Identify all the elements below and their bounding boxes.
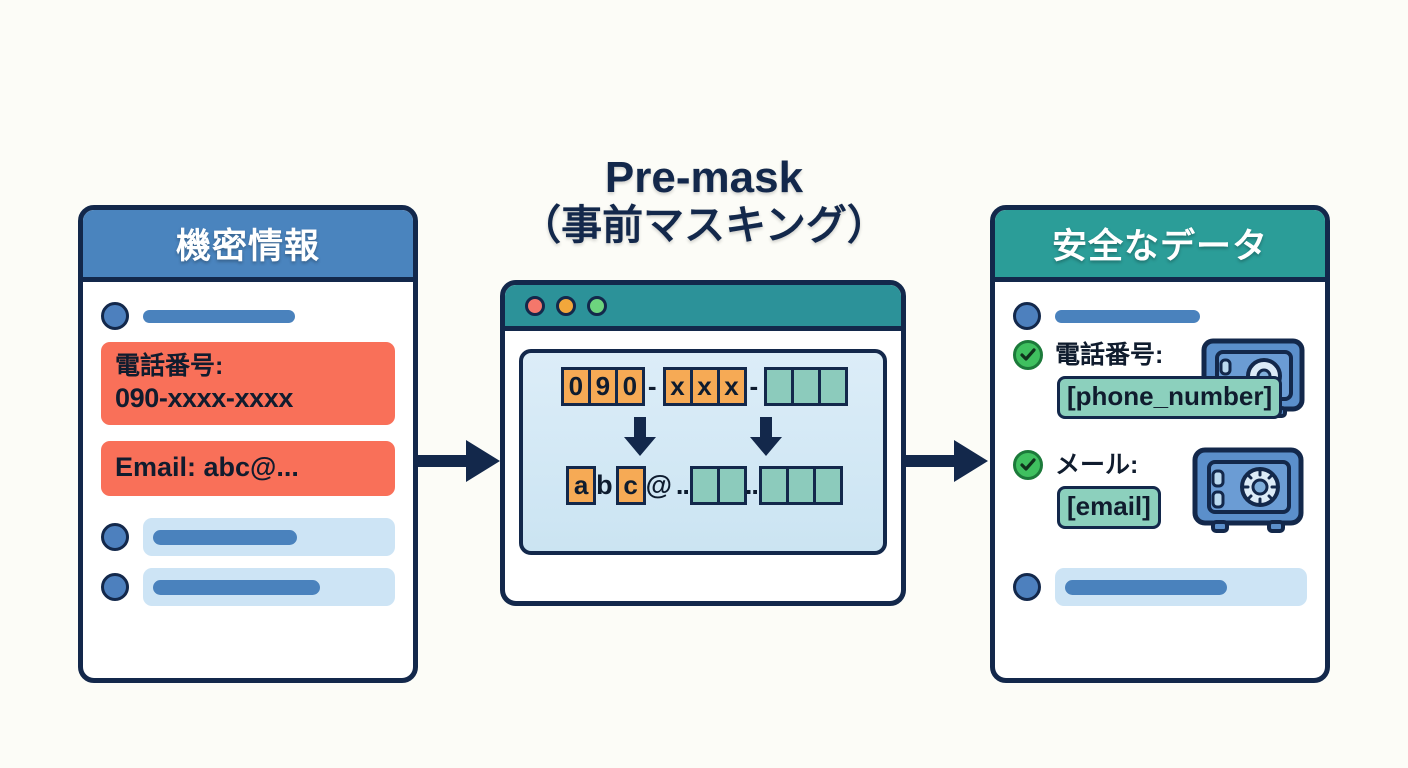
mask-cell-redacted <box>818 367 849 406</box>
masked-token-phone: [phone_number] <box>1057 376 1283 419</box>
safe-vault-icon <box>1191 446 1305 534</box>
confidential-card-body: 電話番号: 090-xxxx-xxxx Email: abc@... <box>83 282 413 620</box>
minimize-traffic-light-icon[interactable] <box>556 295 576 316</box>
safe-data-card: 安全なデータ <box>990 205 1330 683</box>
placeholder-bar <box>143 309 295 323</box>
mask-cell-redacted <box>764 367 795 406</box>
mask-cell-original: a <box>566 466 597 505</box>
mask-cell-original: 0 <box>560 367 591 406</box>
masked-token-email: [email] <box>1057 486 1161 529</box>
list-item <box>1013 302 1307 330</box>
mask-cell-redacted <box>758 466 789 505</box>
check-circle-icon <box>1013 450 1043 480</box>
maximize-traffic-light-icon[interactable] <box>587 295 607 316</box>
down-arrow-icon <box>750 417 782 456</box>
alert-phone: 電話番号: 090-xxxx-xxxx <box>101 342 395 426</box>
flow-arrow-left <box>418 432 502 490</box>
secure-item-phone: 電話番号: [phone_number] <box>1013 338 1307 428</box>
mask-cell-redacted <box>812 466 843 505</box>
mask-cell-redacted <box>785 466 816 505</box>
placeholder-track <box>143 518 395 557</box>
secure-item-email: メール: [email] <box>1013 447 1307 538</box>
mask-cell-group: a <box>566 466 597 505</box>
confidential-card-title: 機密情報 <box>175 227 320 266</box>
down-arrow-icon <box>624 417 656 456</box>
mask-arrow-group <box>535 417 871 457</box>
mask-cell-original: 9 <box>587 367 618 406</box>
center-title-line2: （事前マスキング） <box>520 202 888 249</box>
mask-cell-original: c <box>615 466 646 505</box>
mask-cell-original: 0 <box>614 367 645 406</box>
secure-label-phone: 電話番号: <box>1055 340 1164 369</box>
mask-plain-char: @ <box>645 470 672 500</box>
list-item <box>101 518 395 557</box>
mask-cell-redacted <box>716 466 747 505</box>
mask-cell-group <box>689 466 747 505</box>
mask-cell-group <box>758 466 843 505</box>
alert-phone-label: 電話番号: <box>115 352 224 380</box>
alert-email: Email: abc@... <box>101 441 395 497</box>
safe-card-title: 安全なデータ <box>1051 227 1268 266</box>
safe-card-body: 電話番号: [phone_number] <box>995 282 1325 620</box>
center-title: Pre-mask （事前マスキング） <box>460 153 948 249</box>
mask-cell-group: c <box>615 466 646 505</box>
mask-cell-redacted <box>689 466 720 505</box>
safe-card-header: 安全なデータ <box>995 210 1325 282</box>
flow-arrow-right <box>906 432 990 490</box>
mask-separator: - <box>749 371 759 401</box>
placeholder-bar <box>1065 579 1228 595</box>
placeholder-bar <box>153 529 297 545</box>
bullet-dot-icon <box>101 523 129 552</box>
check-circle-icon <box>1013 340 1043 370</box>
mask-ellipsis: .. <box>744 470 759 500</box>
bullet-dot-icon <box>101 573 129 602</box>
mask-cell-original: x <box>716 367 747 406</box>
alert-email-text: Email: abc@... <box>115 452 299 483</box>
placeholder-track <box>1055 568 1307 606</box>
bullet-dot-icon <box>101 302 129 330</box>
placeholder-bar <box>1055 309 1200 323</box>
secure-label-email: メール: <box>1055 450 1139 479</box>
close-traffic-light-icon[interactable] <box>525 295 545 316</box>
mask-plain-char: b <box>596 470 613 500</box>
mask-ellipsis: .. <box>675 470 690 500</box>
alert-phone-value: 090-xxxx-xxxx <box>115 382 293 413</box>
list-item <box>101 302 395 330</box>
center-title-line1: Pre-mask <box>604 153 804 202</box>
confidential-card-header: 機密情報 <box>83 210 413 282</box>
confidential-data-card: 機密情報 電話番号: 090-xxxx-xxxx Email: abc@... <box>78 205 418 683</box>
placeholder-track <box>143 568 395 607</box>
mask-cell-original: x <box>662 367 693 406</box>
list-item <box>101 568 395 607</box>
placeholder-bar <box>153 579 321 595</box>
mask-cell-group <box>764 367 849 406</box>
bullet-dot-icon <box>1013 302 1041 330</box>
window-titlebar <box>505 285 901 331</box>
mask-separator: - <box>647 371 657 401</box>
mask-cell-redacted <box>791 367 822 406</box>
mask-cell-original: x <box>689 367 720 406</box>
bullet-dot-icon <box>1013 573 1041 601</box>
list-item <box>1013 568 1307 606</box>
